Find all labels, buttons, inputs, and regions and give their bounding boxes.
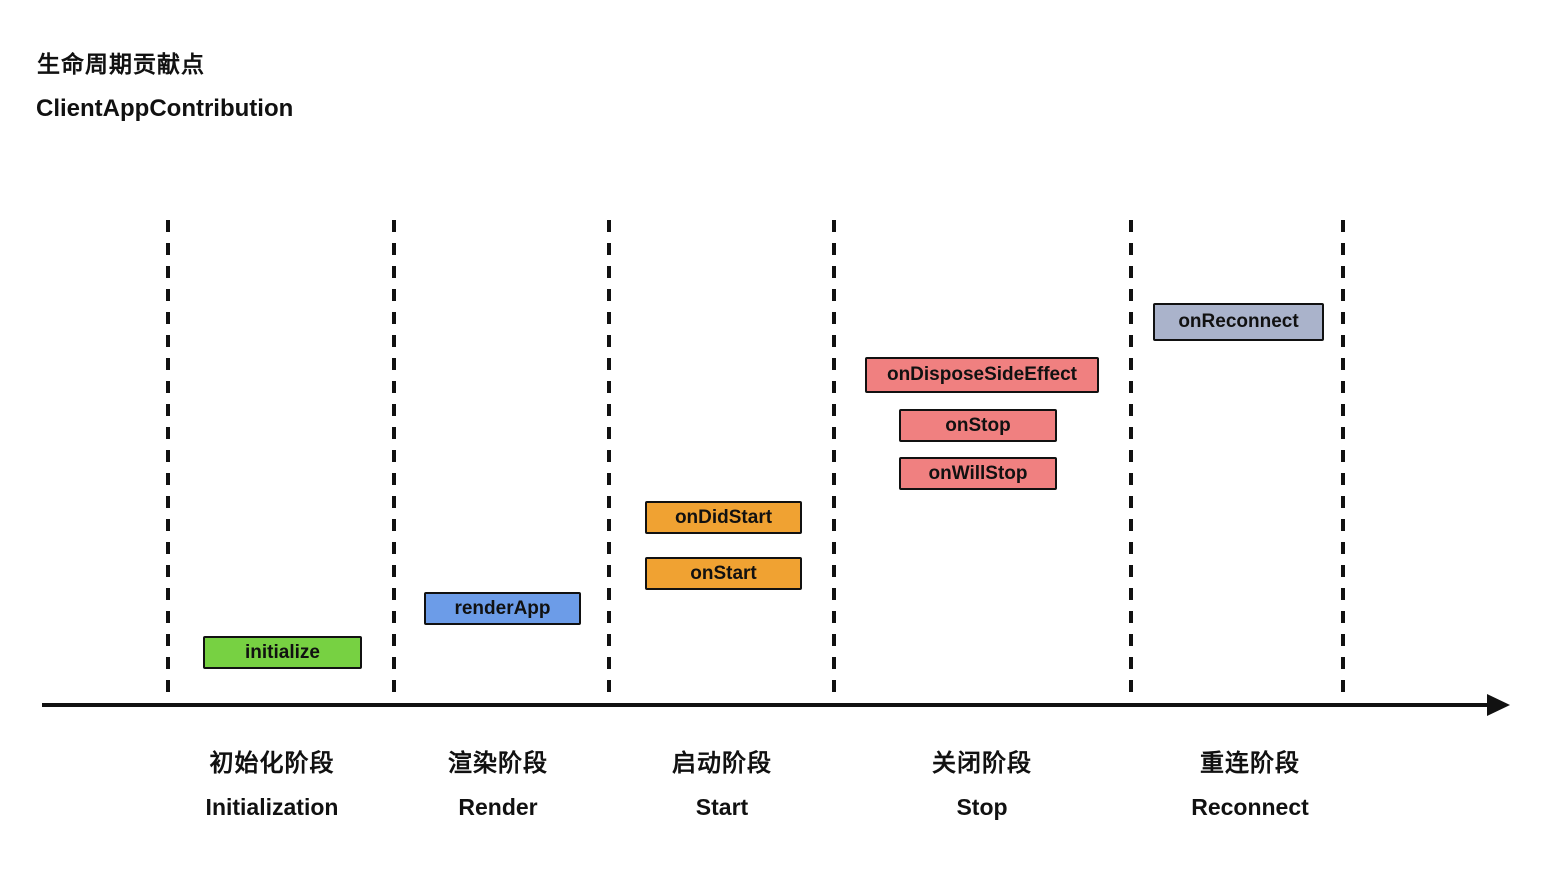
timeline-axis	[42, 703, 1489, 707]
lifecycle-box-ondisposesideeffect: onDisposeSideEffect	[865, 357, 1099, 393]
phase-divider-line	[166, 220, 170, 705]
phase-divider-line	[832, 220, 836, 705]
phase-label-zh: 渲染阶段	[448, 750, 548, 777]
phase-label-en: Initialization	[205, 794, 339, 820]
phase-divider-line	[392, 220, 396, 705]
lifecycle-box-onwillstop: onWillStop	[899, 457, 1057, 490]
lifecycle-box-initialize: initialize	[203, 636, 362, 669]
phase-label-en: Start	[695, 794, 749, 820]
lifecycle-box-ondidstart: onDidStart	[645, 501, 802, 534]
lifecycle-box-onstop: onStop	[899, 409, 1057, 442]
phase-label-render: 渲染阶段 Render	[448, 743, 548, 821]
phase-label-en: Stop	[956, 794, 1008, 820]
lifecycle-box-onstart: onStart	[645, 557, 802, 590]
phase-label-initialization: 初始化阶段 Initialization	[206, 743, 339, 821]
phase-label-zh: 关闭阶段	[932, 750, 1032, 777]
phase-label-reconnect: 重连阶段 Reconnect	[1191, 743, 1309, 821]
phase-divider-line	[607, 220, 611, 705]
phase-label-stop: 关闭阶段 Stop	[932, 743, 1032, 821]
phase-label-zh: 启动阶段	[672, 750, 772, 777]
phase-label-en: Render	[458, 794, 538, 820]
lifecycle-box-onreconnect: onReconnect	[1153, 303, 1324, 341]
phase-label-zh: 重连阶段	[1200, 750, 1300, 777]
timeline-arrowhead-icon	[1487, 694, 1510, 716]
phase-label-start: 启动阶段 Start	[672, 743, 772, 821]
diagram-title: 生命周期贡献点	[37, 51, 205, 77]
phase-divider-line	[1341, 220, 1345, 705]
diagram-subtitle: ClientAppContribution	[36, 95, 294, 122]
lifecycle-box-renderapp: renderApp	[424, 592, 581, 625]
phase-label-en: Reconnect	[1191, 794, 1309, 820]
phase-divider-line	[1129, 220, 1133, 705]
phase-label-zh: 初始化阶段	[209, 750, 335, 777]
